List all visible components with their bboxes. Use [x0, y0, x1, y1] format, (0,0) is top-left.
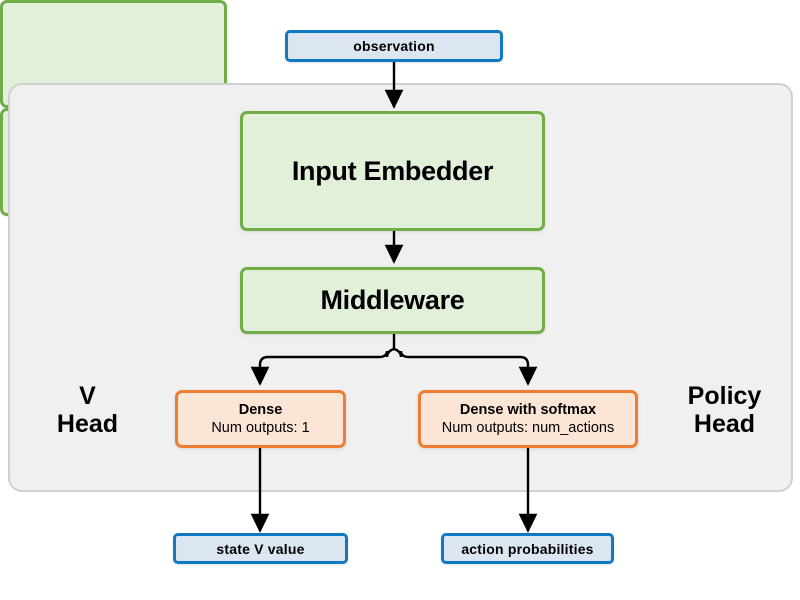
node-dense-policy-subtitle: Num outputs: num_actions — [441, 420, 615, 436]
policy-head-caption: Policy Head — [687, 382, 762, 438]
node-action-probabilities[interactable]: action probabilities — [441, 533, 614, 564]
node-action-probabilities-label: action probabilities — [461, 540, 594, 557]
node-middleware[interactable]: Middleware — [240, 267, 545, 334]
node-input-embedder-label: Input Embedder — [291, 155, 494, 186]
node-middleware-label: Middleware — [320, 285, 465, 315]
node-state-v-value[interactable]: state V value — [173, 533, 348, 564]
node-dense-v[interactable]: Dense Num outputs: 1 — [175, 390, 346, 448]
node-observation-label: observation — [353, 38, 435, 54]
node-input-embedder[interactable]: Input Embedder — [240, 111, 545, 231]
node-dense-v-title: Dense — [238, 401, 283, 418]
node-dense-policy[interactable]: Dense with softmax Num outputs: num_acti… — [418, 390, 638, 448]
node-dense-policy-title: Dense with softmax — [459, 401, 597, 418]
v-head-caption: V Head — [56, 382, 119, 438]
node-observation[interactable]: observation — [285, 30, 503, 62]
node-state-v-value-label: state V value — [216, 540, 305, 557]
node-dense-v-subtitle: Num outputs: 1 — [211, 420, 310, 436]
